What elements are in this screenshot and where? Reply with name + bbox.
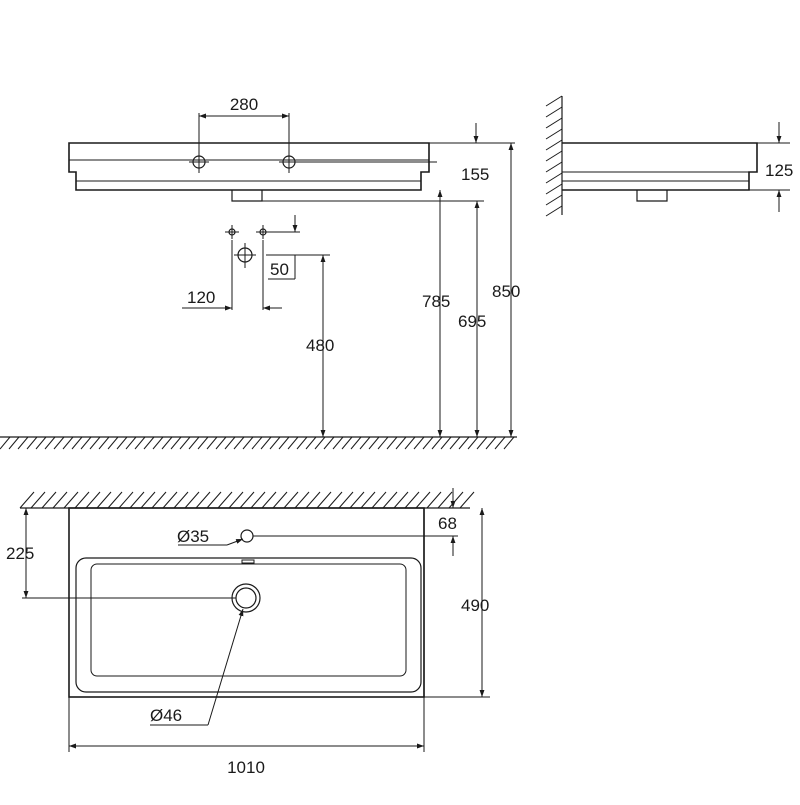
dimension-695: 695 — [458, 201, 486, 437]
dimension-280: 280 — [198, 95, 290, 152]
dimension-label-dia46: Ø46 — [150, 706, 182, 725]
tap-hole-left-symbol — [189, 152, 209, 173]
dimension-label-120: 120 — [187, 288, 215, 307]
dimension-label-155: 155 — [461, 165, 489, 184]
dimension-label-280: 280 — [230, 95, 258, 114]
dimension-label-1010: 1010 — [227, 758, 265, 777]
dimension-480: 480 — [306, 255, 334, 437]
dimension-label-695: 695 — [458, 312, 486, 331]
dimension-dia46: Ø46 — [150, 608, 244, 726]
dimension-label-480: 480 — [306, 336, 334, 355]
dimension-label-225: 225 — [6, 544, 34, 563]
wall-fittings-symbol — [225, 225, 270, 268]
dimension-1010: 1010 — [68, 697, 425, 777]
floor-line — [0, 436, 517, 450]
dimension-490: 490 — [461, 508, 489, 697]
front-view: 280 155 785 695 850 — [0, 95, 520, 450]
dimension-155: 155 — [461, 123, 489, 184]
waste-outlet-top-symbol — [231, 583, 261, 613]
side-view: 125 — [545, 95, 793, 217]
top-view: 68 Ø35 225 490 Ø46 101 — [6, 488, 490, 777]
dimension-label-850: 850 — [492, 282, 520, 301]
dimension-label-785: 785 — [422, 292, 450, 311]
dimension-850: 850 — [492, 143, 520, 437]
dimension-785: 785 — [422, 190, 450, 437]
dimension-68: 68 — [438, 488, 457, 556]
dimension-label-68: 68 — [438, 514, 457, 533]
dimension-50: 50 — [266, 215, 330, 280]
dimension-label-125: 125 — [765, 161, 793, 180]
dimension-120: 120 — [182, 240, 282, 311]
dimension-225: 225 — [6, 508, 34, 598]
dimension-label-490: 490 — [461, 596, 489, 615]
dimension-label-50: 50 — [270, 260, 289, 279]
dimension-dia35: Ø35 — [177, 527, 244, 546]
tap-hole-top-symbol — [240, 529, 254, 543]
dimension-label-dia35: Ø35 — [177, 527, 209, 546]
dimension-125: 125 — [765, 122, 793, 212]
